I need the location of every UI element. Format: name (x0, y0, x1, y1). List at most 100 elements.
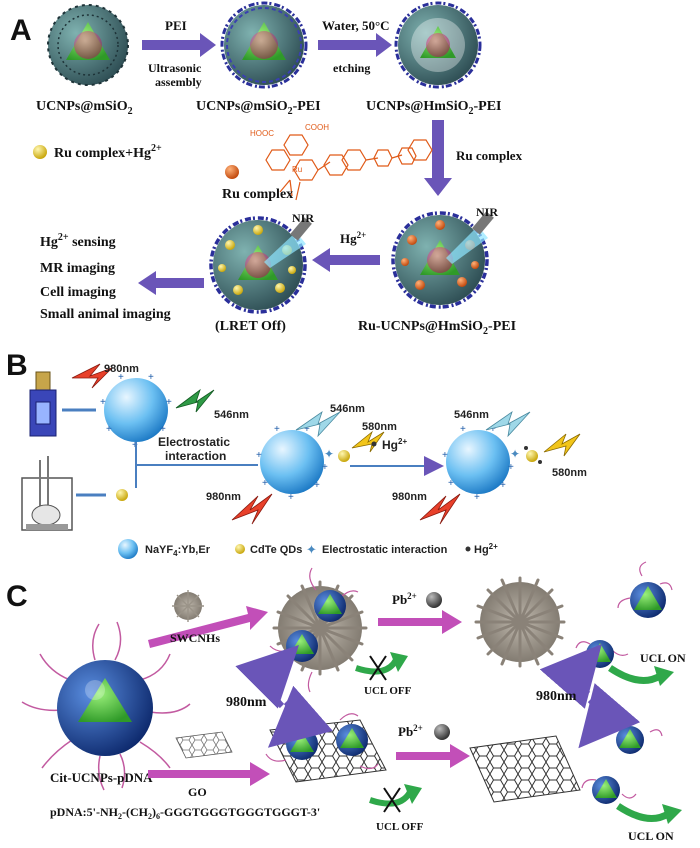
panel-c-label: C (6, 580, 28, 613)
svg-text:+: + (106, 424, 112, 435)
np1-ucnps-msio2 (47, 4, 129, 86)
np4-nir: NIR (476, 205, 498, 219)
c-ucl-off-top: UCL OFF (364, 685, 412, 697)
c-pb-bottom: Pb2+ (398, 723, 423, 739)
step3-ru-complex: Ru complex (456, 148, 523, 163)
np4-ru-ucnps (391, 211, 494, 309)
step1-ultrasonic: Ultrasonic (148, 61, 202, 75)
legend-orange-dot (225, 165, 239, 179)
c-np-name: Cit-UCNPs-pDNA (50, 770, 153, 785)
b-legend: NaYF4:Yb,Er CdTe QDs ✦ Electrostatic int… (118, 539, 498, 559)
panel-b-label: B (6, 349, 28, 382)
np5-lret-off (209, 216, 312, 314)
b-980-a: 980nm (104, 363, 139, 375)
panel-a-label: A (10, 14, 32, 47)
c-ucl-off-bottom: UCL OFF (376, 821, 424, 833)
svg-text:+: + (256, 450, 262, 461)
svg-text:+: + (160, 424, 166, 435)
legend-yellow-text: Ru complex+Hg2+ (54, 143, 162, 161)
c-980-left-arrows (235, 645, 333, 748)
svg-text:Electrostatic interaction: Electrostatic interaction (322, 544, 448, 556)
svg-text:+: + (274, 424, 280, 435)
svg-text:+: + (262, 478, 268, 489)
svg-text:✦: ✦ (510, 447, 520, 461)
b-hg: Hg2+ (382, 437, 407, 452)
app-cell-imaging: Cell imaging (40, 285, 116, 300)
svg-text:+: + (304, 424, 310, 435)
np5-nir: NIR (292, 211, 314, 225)
np2-label: UCNPs@mSiO2-PEI (196, 99, 321, 117)
b-546-c: 546nm (454, 409, 489, 421)
b-bolt-980-c (419, 493, 461, 525)
svg-text:COOH: COOH (305, 123, 329, 132)
np4-label: Ru-UCNPs@HmSiO2-PEI (358, 319, 516, 337)
svg-text:+: + (118, 372, 124, 383)
b-580-c: 580nm (552, 467, 587, 479)
b-580-b: 580nm (362, 421, 397, 433)
c-ucl-off-top-arrow (355, 652, 408, 681)
legend-yellow-dot (33, 145, 47, 159)
ru-complex-molecule: COOH HOOC Ru (250, 123, 433, 201)
c-arrow-pb-bottom (396, 744, 470, 768)
np3-ucnps-hmsio2-pei (394, 1, 482, 89)
svg-text:NaYF4:Yb,Er: NaYF4:Yb,Er (145, 544, 211, 558)
c-ucl-on-bottom-arrow (616, 803, 682, 824)
b-bolt-546-c (485, 410, 531, 438)
c-pb-ion-bottom (434, 724, 450, 740)
c-go-icon (175, 731, 233, 759)
b-980-c: 980nm (392, 491, 427, 503)
b-980-b: 980nm (206, 491, 241, 503)
c-ucl-on-bottom: UCL ON (628, 829, 674, 843)
applications-list: Hg2+ sensing MR imaging Cell imaging Sma… (40, 232, 171, 322)
autoclave-icon (29, 371, 57, 437)
c-ucl-on-top-arrow (608, 665, 674, 686)
arrow-applications (138, 271, 204, 295)
svg-text:+: + (322, 462, 328, 473)
b-bolt-546-a (175, 388, 215, 413)
legend-orange-text: Ru complex (222, 187, 293, 202)
svg-text:+: + (460, 424, 466, 435)
b-bolt-980-a (71, 363, 113, 389)
arrow-hg (312, 248, 380, 272)
svg-text:CdTe QDs: CdTe QDs (250, 544, 302, 556)
c-cit-ucnps-pdna (21, 621, 191, 791)
svg-text:+: + (442, 450, 448, 461)
b-electrostatic-2: interaction (165, 449, 226, 463)
svg-text:+: + (508, 462, 514, 473)
app-small-animal: Small animal imaging (40, 307, 171, 322)
svg-text:HOOC: HOOC (250, 129, 274, 138)
svg-text:+: + (474, 492, 480, 503)
c-bare-go (469, 735, 581, 803)
c-ucl-off-bottom-arrow (369, 784, 422, 813)
step1-assembly: assembly (155, 75, 202, 89)
svg-text:+: + (500, 480, 506, 491)
c-bare-swcnhs (474, 576, 566, 668)
c-pb-ion-top (426, 592, 442, 608)
np5-label: (LRET Off) (215, 319, 286, 334)
svg-text:+: + (166, 397, 172, 408)
np3-label: UCNPs@HmSiO2-PEI (366, 99, 501, 117)
app-mr-imaging: MR imaging (40, 261, 115, 276)
arrow-ru-complex (424, 120, 452, 196)
b-bolt-580-c (543, 433, 581, 457)
reaction-setup-icon (21, 456, 73, 531)
svg-text:+: + (314, 480, 320, 491)
c-swcnhs-label: SWCNHs (170, 631, 220, 645)
c-pb-top: Pb2+ (392, 591, 417, 607)
step4-hg: Hg2+ (340, 230, 366, 246)
b-hg-dot (371, 441, 377, 447)
b-sphere-3: ++ ++ ++ + ✦ (442, 424, 542, 503)
c-ucl-on-top: UCL ON (640, 651, 686, 665)
b-546-b: 546nm (330, 403, 365, 415)
svg-text:✦: ✦ (306, 543, 317, 558)
b-bolt-980-b (231, 493, 273, 525)
c-pdna-seq: pDNA:5'-NH2-(CH2)6-GGGTGGGTGGGTGGGT-3' (50, 805, 320, 821)
b-bolt-580-b (351, 430, 385, 453)
c-arrow-pb-top (378, 610, 462, 634)
np1-label: UCNPs@mSiO2 (36, 99, 133, 117)
b-qd-1 (116, 489, 128, 501)
svg-text:+: + (490, 424, 496, 435)
svg-text:✦: ✦ (324, 447, 334, 461)
c-980-right: 980nm (536, 689, 577, 704)
